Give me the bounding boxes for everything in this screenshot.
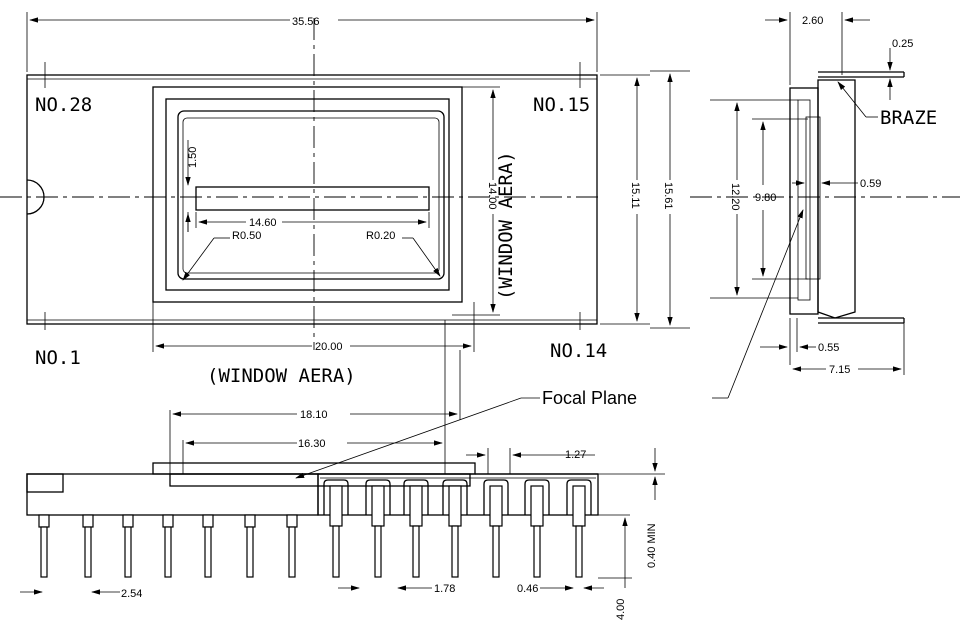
pin-label-28: NO.28 xyxy=(35,94,92,116)
dim-12-20: 12.20 xyxy=(729,183,741,211)
dim-0-25: 0.25 xyxy=(892,38,913,50)
dim-20-00: 20.00 xyxy=(315,341,343,353)
focal-plane-callout: Focal Plane xyxy=(295,209,804,479)
dim-7-15: 7.15 xyxy=(829,364,850,376)
pin-lead xyxy=(371,485,385,578)
pin-cavity xyxy=(323,479,349,515)
pin-cavity xyxy=(524,479,550,515)
dim-0-55: 0.55 xyxy=(818,342,839,354)
pin-lead xyxy=(448,485,462,578)
front-view: 18.10 16.30 1.27 0.40 MIN 4.00 2.54 1.78 xyxy=(20,320,665,620)
window-area xyxy=(177,110,445,280)
window-area-label-bottom: (WINDOW AERA) xyxy=(207,365,356,387)
pin-label-14: NO.14 xyxy=(550,340,607,362)
pin-cavity xyxy=(566,479,592,515)
dim-0-46: 0.46 xyxy=(517,583,538,595)
dim-0-40-min: 0.40 MIN xyxy=(646,523,658,568)
pin-lead xyxy=(572,485,586,578)
window-outer-frame xyxy=(152,86,463,303)
dim-15-11: 15.11 xyxy=(629,182,641,209)
dim-2-60: 2.60 xyxy=(802,15,823,27)
dim-r0-50: R0.50 xyxy=(232,230,261,242)
dim-1-50: 1.50 xyxy=(187,147,199,168)
dim-9-80: 9.80 xyxy=(755,192,776,204)
pins xyxy=(38,485,586,578)
dim-18-10: 18.10 xyxy=(300,409,328,421)
sensor-strip xyxy=(195,186,430,211)
dim-15-61: 15.61 xyxy=(662,182,674,210)
focal-plane-label: Focal Plane xyxy=(542,388,637,408)
pin-cavity xyxy=(403,479,429,515)
side-body xyxy=(817,79,856,319)
dim-1-27: 1.27 xyxy=(565,449,586,461)
side-lid xyxy=(789,87,819,315)
window-inner-frame xyxy=(165,98,450,291)
front-lid xyxy=(152,462,476,475)
dim-16-30: 16.30 xyxy=(298,438,326,450)
side-view: 2.60 0.25 BRAZE 12.20 9.80 0.59 0.55 xyxy=(690,12,960,376)
window-area-label-vertical: (WINDOW AERA) xyxy=(495,151,517,300)
pin-cavity xyxy=(365,479,391,515)
pin-lead xyxy=(122,514,134,578)
braze-label: BRAZE xyxy=(880,107,937,129)
pin-lead xyxy=(244,514,256,578)
pin-lead xyxy=(82,514,94,578)
pin-lead xyxy=(38,514,50,578)
dim-14-60: 14.60 xyxy=(249,217,277,229)
dim-14-00: 14.00 xyxy=(486,182,498,210)
dim-0-59: 0.59 xyxy=(860,178,881,190)
pin-lead xyxy=(202,514,214,578)
package-outline xyxy=(26,74,598,325)
pin-label-15: NO.15 xyxy=(533,94,590,116)
pin-lead xyxy=(329,485,343,578)
pin-cavity xyxy=(442,479,468,515)
pin-lead xyxy=(162,514,174,578)
pin-lead xyxy=(286,514,298,578)
pin-lead xyxy=(409,485,423,578)
pin-label-1: NO.1 xyxy=(35,347,81,369)
pin-cavities xyxy=(323,479,592,515)
pin-lead xyxy=(530,485,544,578)
dim-r0-20: R0.20 xyxy=(366,230,395,242)
front-body-hatched xyxy=(26,473,319,516)
dim-35-56: 35.56 xyxy=(292,16,320,28)
pin-lead xyxy=(489,485,503,578)
dim-4-00: 4.00 xyxy=(615,599,627,620)
dim-2-54: 2.54 xyxy=(121,588,142,600)
top-view: 35.56 NO.28 NO.15 NO.1 NO.14 1.50 14.60 … xyxy=(0,12,690,387)
pin-cavity xyxy=(483,479,509,515)
dim-1-78: 1.78 xyxy=(434,583,455,595)
